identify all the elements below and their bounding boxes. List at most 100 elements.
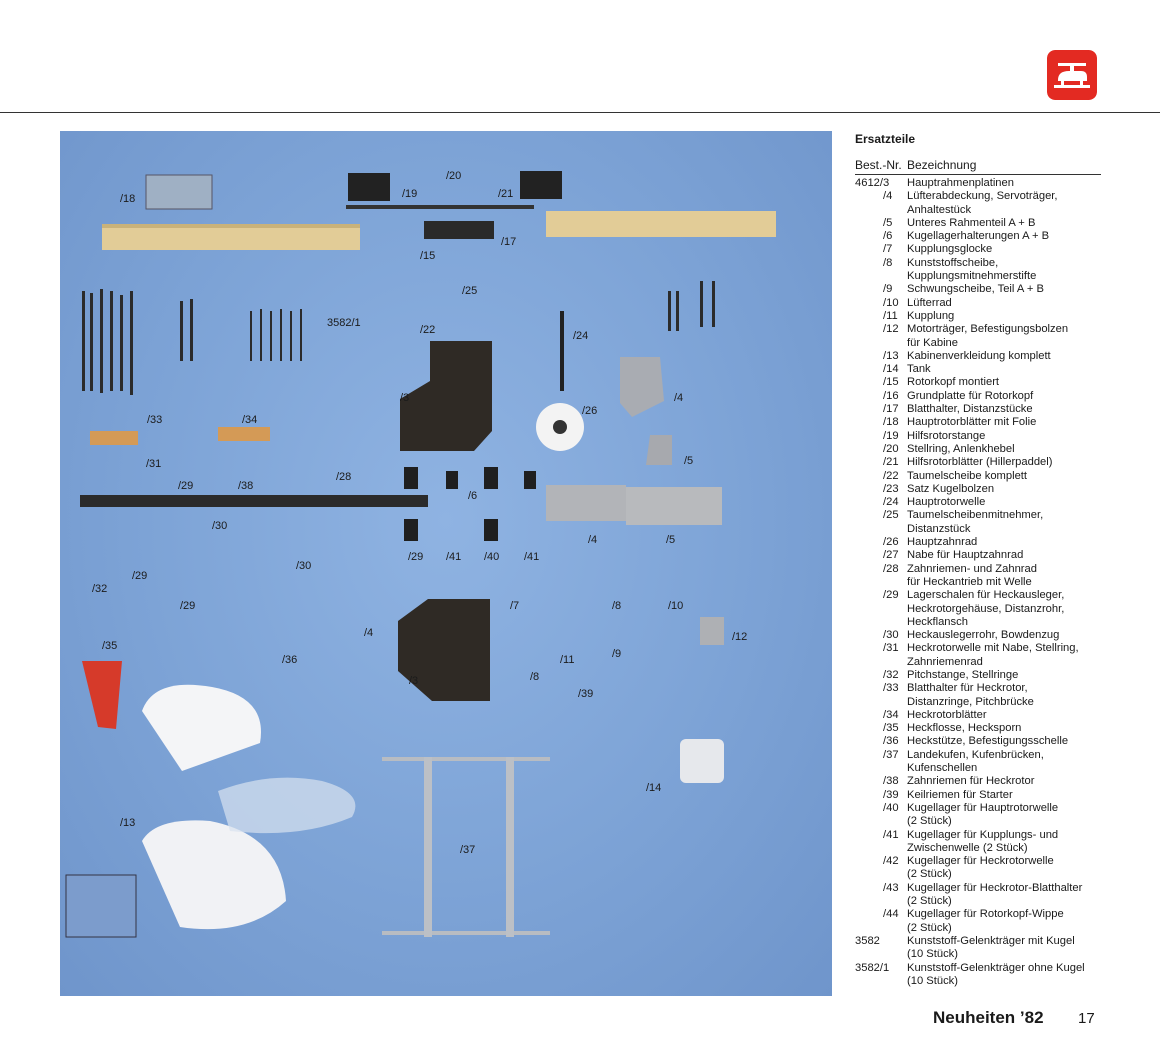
callout-label: /22 — [420, 324, 435, 336]
part-description-line: Grundplatte für Rotorkopf — [907, 389, 1034, 402]
part-number: /25 — [883, 509, 899, 522]
part-description: Blatthalter für Heckrotor,Distanzringe, … — [907, 682, 1105, 709]
part-description-line: Pitchstange, Stellringe — [907, 668, 1019, 681]
part-number: /42 — [883, 855, 899, 868]
callout-label: /11 — [560, 654, 574, 666]
callout-label: /36 — [282, 654, 297, 666]
part-description-line: Zahnriemenrad — [907, 655, 983, 668]
part-description: Pitchstange, Stellringe — [907, 669, 1105, 682]
part-description-line: Distanzringe, Pitchbrücke — [907, 695, 1034, 708]
callout-label: /4 — [674, 392, 683, 404]
part-description: Heckstütze, Befestigungsschelle — [907, 735, 1105, 748]
part-description: Lüfterabdeckung, Servoträger,Anhaltestüc… — [907, 190, 1105, 217]
part-description: Unteres Rahmenteil A + B — [907, 217, 1105, 230]
callout-label: /32 — [92, 583, 107, 595]
part-description-line: (10 Stück) — [907, 974, 958, 987]
parts-illustration: /18/19/20/21/17/15/253582/1/22/24/3/4/26… — [65, 170, 776, 938]
callout-label: /26 — [582, 405, 597, 417]
callout-label: /3 — [409, 675, 418, 687]
column-header-description: Bezeichnung — [907, 158, 977, 172]
callout-label: /13 — [120, 817, 135, 829]
part-description-line: Heckrotorblätter — [907, 708, 987, 721]
part-number: /6 — [883, 230, 893, 243]
part-description: Lagerschalen für Heckausleger,Heckrotorg… — [907, 589, 1105, 629]
callout-label: 3582/1 — [327, 317, 361, 329]
part-description: Zahnriemen für Heckrotor — [907, 775, 1105, 788]
callout-label: /29 — [178, 480, 193, 492]
part-number: /18 — [883, 416, 899, 429]
part-description-line: Tank — [907, 363, 931, 376]
part-description-line: Kunststoff-Gelenkträger mit Kugel — [907, 934, 1075, 947]
part-description-line: Kugellager für Heckrotor-Blatthalter — [907, 881, 1083, 894]
part-description-line: Hauptrahmenplatinen — [907, 177, 1014, 189]
callout-label: /29 — [132, 570, 147, 582]
part-description: Satz Kugelbolzen — [907, 483, 1105, 496]
part-number: /36 — [883, 735, 899, 748]
part-description: Keilriemen für Starter — [907, 789, 1105, 802]
part-description: Stellring, Anlenkhebel — [907, 443, 1105, 456]
part-description: Rotorkopf montiert — [907, 376, 1105, 389]
callout-label: /12 — [732, 631, 747, 643]
callout-label: /8 — [612, 600, 621, 612]
part-description-line: Kufenschellen — [907, 762, 978, 775]
part-description: Heckrotorwelle mit Nabe, Stellring,Zahnr… — [907, 642, 1105, 669]
part-description: Blatthalter, Distanzstücke — [907, 403, 1105, 416]
part-number: /16 — [883, 389, 899, 402]
callout-label: /30 — [212, 520, 227, 532]
callout-label: /28 — [336, 471, 351, 483]
part-description-line: (10 Stück) — [907, 948, 958, 961]
callout-label: /35 — [102, 640, 117, 652]
callout-label: /38 — [238, 480, 253, 492]
part-description-line: Anhaltestück — [907, 203, 972, 216]
part-description-line: Hauptrotorblätter mit Folie — [907, 416, 1037, 429]
part-number: /29 — [883, 589, 899, 602]
part-description-line: Taumelscheibenmitnehmer, — [907, 509, 1044, 522]
callout-label: /29 — [408, 551, 423, 563]
part-description: Hauptrotorblätter mit Folie — [907, 416, 1105, 429]
list-item: /36 Heckstütze, Befestigungsschelle — [855, 735, 1105, 748]
part-description-line: Blatthalter, Distanzstücke — [907, 403, 1033, 416]
part-number: /27 — [883, 549, 899, 562]
part-description: Schwungscheibe, Teil A + B — [907, 283, 1105, 296]
callout-label: /17 — [501, 236, 516, 248]
part-description-line: Heckflosse, Hecksporn — [907, 722, 1022, 735]
parts-header: Best.-Nr. Bezeichnung — [855, 158, 1101, 175]
part-description-line: Landekufen, Kufenbrücken, — [907, 748, 1044, 761]
part-number: /38 — [883, 775, 899, 788]
callout-label: /24 — [573, 330, 588, 342]
part-description: Kugellager für Hauptrotorwelle(2 Stück) — [907, 802, 1105, 829]
callout-label: /29 — [180, 600, 195, 612]
part-description: Hauptrahmenplatinen — [907, 177, 1105, 190]
part-description-line: Hilfsrotorstange — [907, 429, 986, 442]
part-description-line: Kugellager für Kupplungs- und — [907, 828, 1059, 841]
part-description: Kupplungsglocke — [907, 243, 1105, 256]
part-number: /44 — [883, 908, 899, 921]
callout-labels: /18/19/20/21/17/15/253582/1/22/24/3/4/26… — [92, 170, 747, 856]
callout-label: /30 — [296, 560, 311, 572]
part-description: Heckauslegerrohr, Bowdenzug — [907, 629, 1105, 642]
callout-label: /31 — [146, 458, 161, 470]
list-item: /16 Grundplatte für Rotorkopf — [855, 390, 1105, 403]
callout-label: /3 — [400, 392, 409, 404]
callout-label: /40 — [484, 551, 499, 563]
